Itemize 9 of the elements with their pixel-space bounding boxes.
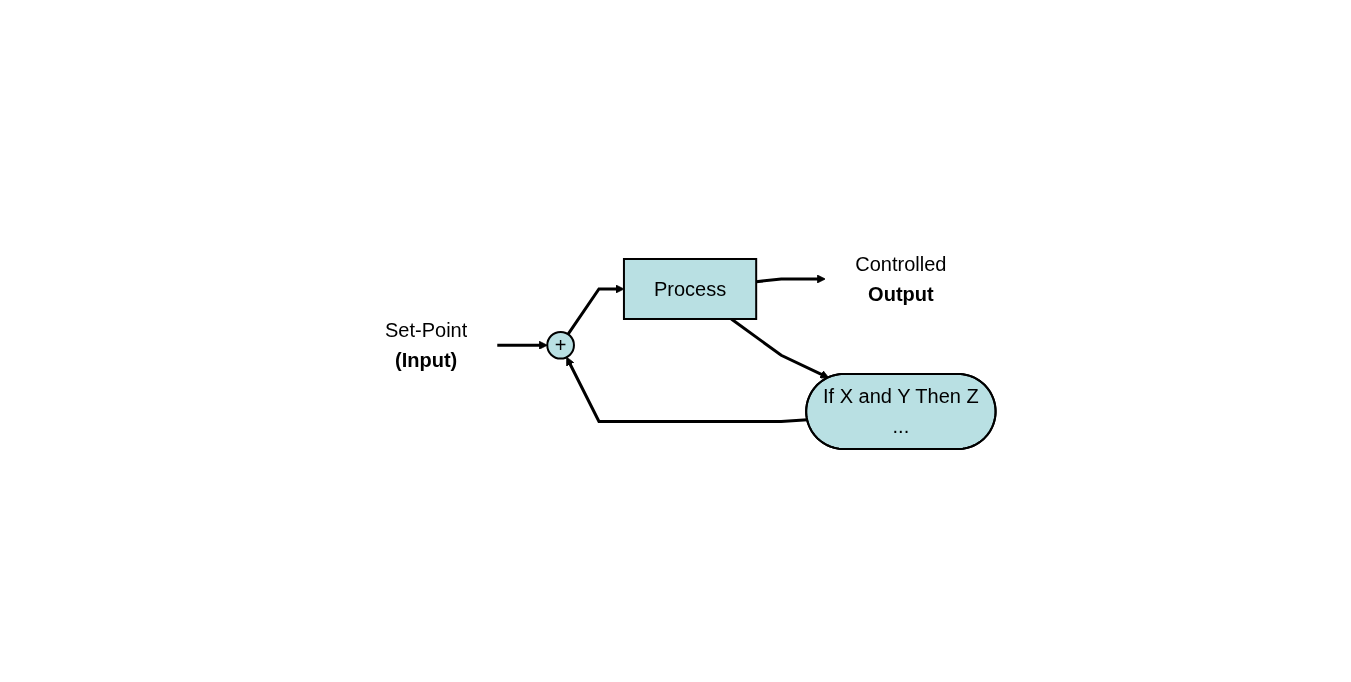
node-circle: + — [546, 330, 576, 360]
arrow — [567, 284, 625, 335]
arrow — [497, 340, 548, 350]
node-box: Process — [623, 257, 758, 320]
node-text: Set-Point (Input) — [385, 318, 468, 371]
arrow — [756, 274, 826, 283]
arrow — [730, 317, 830, 378]
node-text: Controlled Output — [855, 252, 947, 305]
arrow — [566, 356, 808, 423]
